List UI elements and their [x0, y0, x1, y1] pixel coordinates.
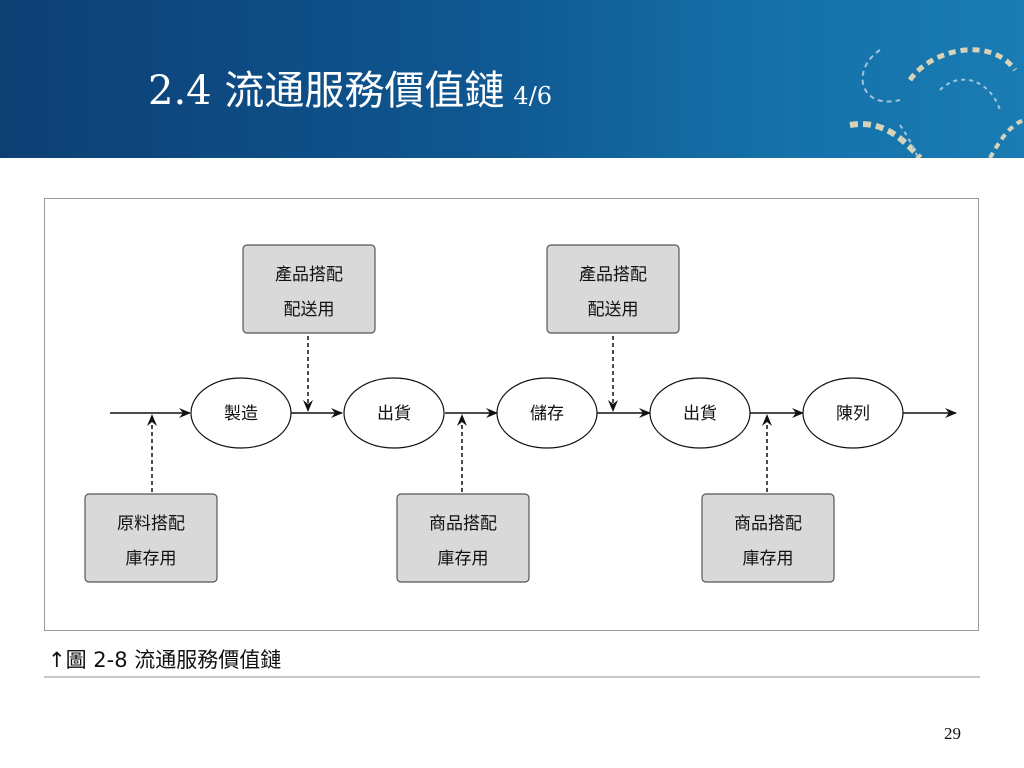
node-shipping-2: 出貨 — [649, 377, 751, 449]
slide-title-main: 2.4 流通服務價值鏈 — [148, 68, 505, 114]
top-box-product-delivery-1: 產品搭配 配送用 — [242, 244, 376, 334]
box-line-1: 商品搭配 — [429, 514, 497, 534]
node-label: 出貨 — [683, 404, 717, 424]
node-display: 陳列 — [802, 377, 904, 449]
box-line-2: 配送用 — [284, 300, 335, 320]
box-line-2: 庫存用 — [438, 549, 489, 569]
slide-header: 2.4 流通服務價值鏈 4/6 — [0, 0, 1024, 158]
node-label: 儲存 — [530, 404, 564, 424]
box-line-1: 原料搭配 — [117, 514, 185, 534]
box-line-1: 產品搭配 — [579, 265, 647, 285]
node-storage: 儲存 — [496, 377, 598, 449]
bottom-box-goods-inventory-2: 商品搭配 庫存用 — [701, 493, 835, 583]
box-line-2: 配送用 — [588, 300, 639, 320]
bottom-box-goods-inventory-1: 商品搭配 庫存用 — [396, 493, 530, 583]
node-label: 陳列 — [836, 404, 870, 424]
node-manufacture: 製造 — [190, 377, 292, 449]
node-shipping-1: 出貨 — [343, 377, 445, 449]
slide-title-part: 4/6 — [513, 82, 553, 110]
box-line-1: 商品搭配 — [734, 514, 802, 534]
node-label: 製造 — [224, 404, 258, 424]
caption-divider — [44, 676, 980, 678]
figure-caption: ↑圖 2-8 流通服務價值鏈 — [48, 648, 282, 672]
box-line-2: 庫存用 — [126, 549, 177, 569]
box-line-2: 庫存用 — [743, 549, 794, 569]
page-number: 29 — [944, 724, 961, 743]
box-line-1: 產品搭配 — [275, 265, 343, 285]
bottom-box-material-inventory: 原料搭配 庫存用 — [84, 493, 218, 583]
decorative-swirl-icon — [849, 47, 1024, 158]
node-label: 出貨 — [377, 404, 411, 424]
top-box-product-delivery-2: 產品搭配 配送用 — [546, 244, 680, 334]
slide-title: 2.4 流通服務價值鏈 4/6 — [148, 58, 552, 116]
